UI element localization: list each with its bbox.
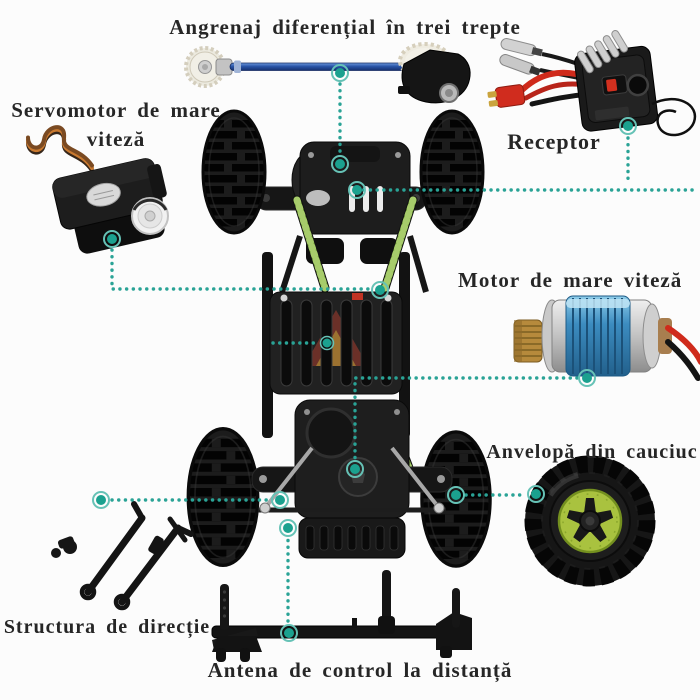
rear-left-tire [188,429,257,566]
leader-dot [371,281,389,299]
leader-servo [110,248,370,291]
rear-bumper [298,517,406,559]
motor-part [513,295,700,381]
front-gearbox [291,141,411,235]
steering-label: Structura de direcție [3,616,211,638]
receiver-label: Receptor [507,129,601,154]
servo-part [26,125,169,254]
leader-dot [331,64,349,82]
servo-label: Servomotor de mare viteză [11,98,221,152]
antenna-part [211,570,472,662]
leader-motor [353,376,579,460]
leader-lines [110,82,698,623]
leader-dot [103,230,121,248]
driveshaft-part [184,42,471,104]
differential-label: Angrenaj diferențial în trei trepte [169,15,521,39]
leader-dot [527,485,545,503]
tire-part [524,455,656,587]
leader-dot [331,155,349,173]
motor-label: Motor de mare viteză [458,268,683,292]
rear-gearbox [294,399,410,519]
leader-dot [619,117,637,135]
t-plug-connector [487,84,526,108]
leader-dot [271,491,289,509]
steering-linkage-part [51,501,194,611]
leader-dot [348,181,366,199]
tire-label: Anvelopă din cauciuc [486,441,698,463]
leader-dot [578,369,596,387]
leader-dot [279,519,297,537]
antenna-label: Antena de control la distanță [207,658,513,682]
leader-dots [92,64,637,642]
leader-dot [447,486,465,504]
leader-dot [280,624,298,642]
front-shocks [292,195,418,293]
leader-dot [92,491,110,509]
leader-dot [346,460,364,478]
rc-car-top-view [188,111,490,566]
leader-dot [319,335,335,351]
